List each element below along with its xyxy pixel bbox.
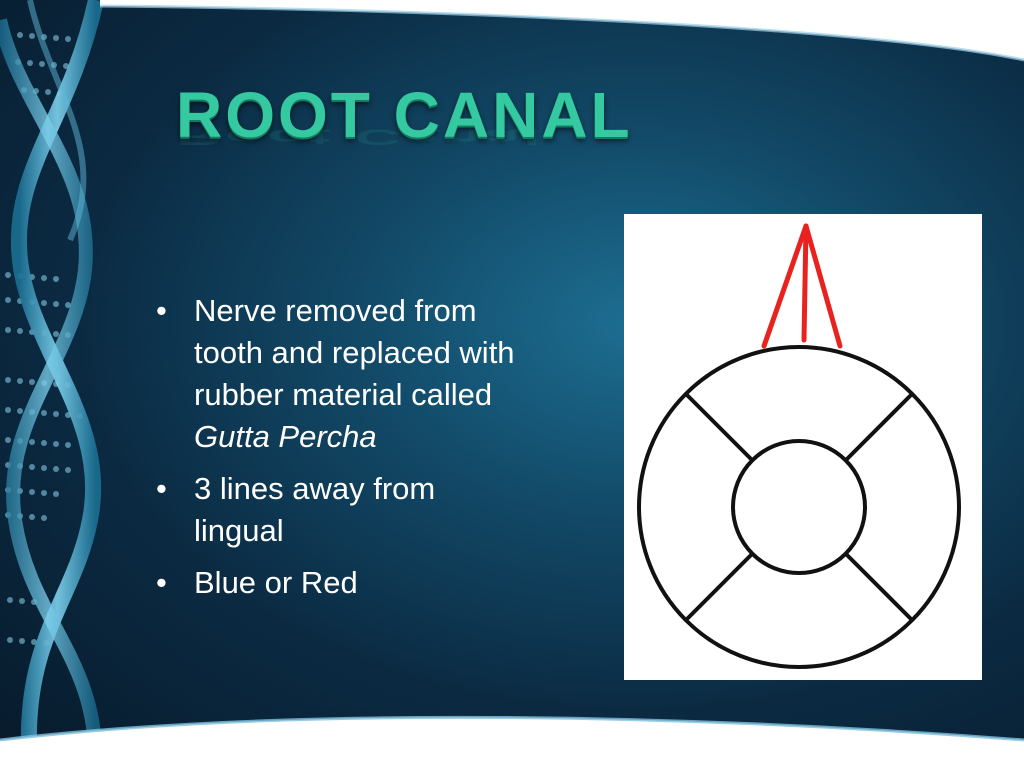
bullet-item: • 3 lines away from lingual (152, 468, 532, 552)
divider-line (844, 552, 914, 622)
bullet-marker: • (156, 565, 167, 600)
bullet-marker: • (156, 471, 167, 506)
bullet-marker: • (156, 293, 167, 328)
marker-line-center (801, 223, 809, 343)
marker-line-right (803, 223, 843, 349)
bullet-text: Nerve removed from tooth and replaced wi… (194, 293, 515, 412)
tooth-occlusal-chart-icon (637, 223, 961, 669)
divider-line (844, 392, 914, 462)
tooth-diagram-panel (624, 214, 982, 680)
outer-circle (637, 345, 961, 669)
bullet-text: Blue or Red (194, 565, 358, 600)
inner-circle (731, 439, 867, 575)
slide-title: Root Canal (176, 79, 633, 151)
root-canal-marker-lines (761, 223, 843, 349)
bullet-item: • Nerve removed from tooth and replaced … (152, 290, 532, 458)
bullet-list: • Nerve removed from tooth and replaced … (152, 290, 532, 614)
bullet-emphasis: Gutta Percha (194, 419, 377, 454)
marker-line-left (761, 223, 809, 349)
bullet-item: • Blue or Red (152, 562, 532, 604)
bullet-text: 3 lines away from lingual (194, 471, 436, 548)
divider-line (684, 552, 754, 622)
divider-line (684, 392, 754, 462)
